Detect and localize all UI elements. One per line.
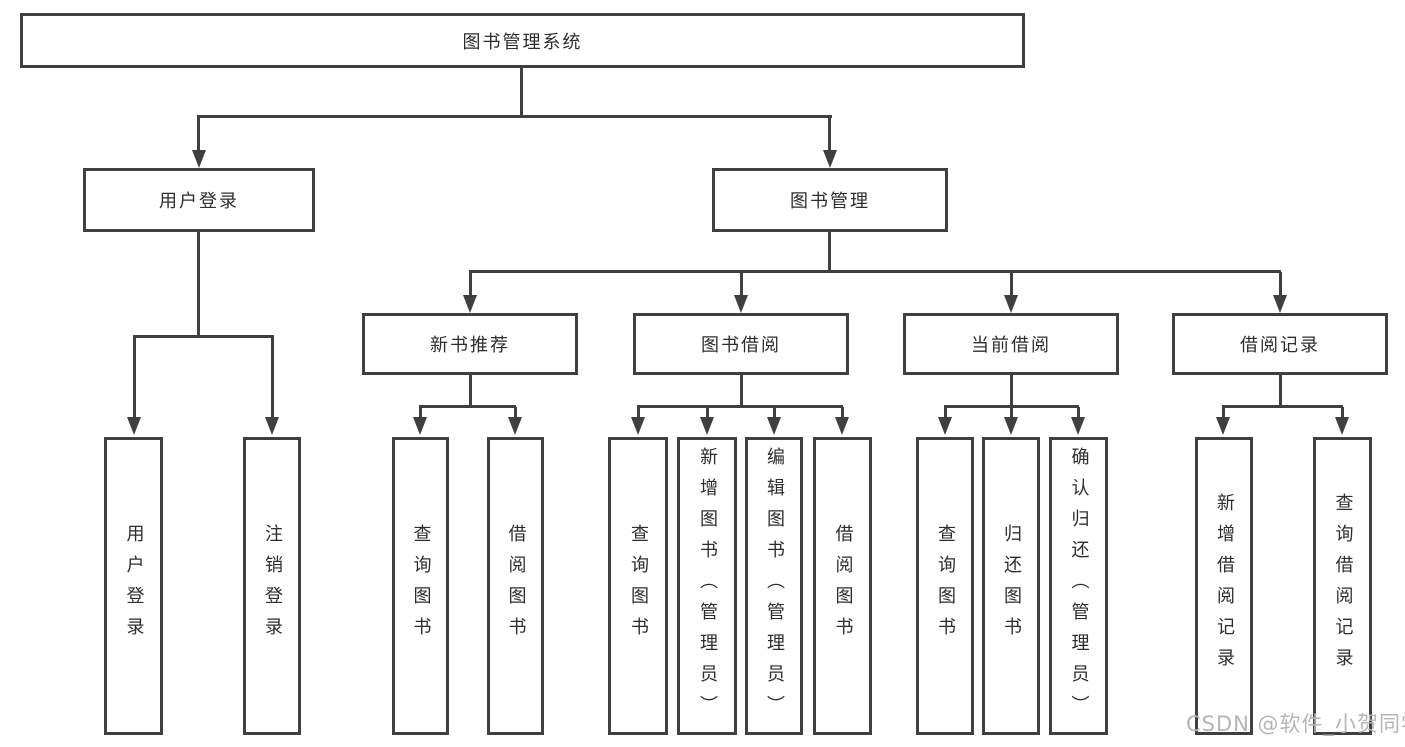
- connector-arrow-stem: [1010, 272, 1013, 295]
- connector-arrow-stem: [773, 407, 776, 417]
- arrowhead-down-icon: [734, 295, 748, 313]
- arrowhead-down-icon: [127, 417, 141, 435]
- arrowhead-down-icon: [413, 417, 427, 435]
- arrowhead-down-icon: [463, 295, 477, 313]
- arrowhead-down-icon: [508, 417, 522, 435]
- leaf-newbooks-borrow: 借阅图书: [487, 437, 544, 735]
- connector-arrow-stem: [1222, 407, 1225, 417]
- arrowhead-down-icon: [823, 150, 837, 168]
- connector-newbooks-rail: [419, 405, 516, 408]
- node-book-borrow: 图书借阅: [633, 313, 849, 375]
- connector-newbooks-stem: [469, 375, 472, 407]
- connector-currentborrow-stem: [1010, 375, 1013, 407]
- connector-arrow-stem: [197, 117, 200, 150]
- arrowhead-down-icon: [192, 150, 206, 168]
- connector-userlogin-stem: [197, 232, 200, 337]
- connector-arrow-stem: [706, 407, 709, 417]
- arrowhead-down-icon: [631, 417, 645, 435]
- leaf-newbooks-query: 查询图书: [392, 437, 449, 735]
- leaf-borrow-edit-book: 编辑图书（管理员）: [745, 437, 803, 735]
- leaf-borrow-query: 查询图书: [608, 437, 668, 735]
- arrowhead-down-icon: [1071, 417, 1085, 435]
- node-current-borrow: 当前借阅: [903, 313, 1119, 375]
- connector-arrow-stem: [944, 407, 947, 417]
- arrowhead-down-icon: [1335, 417, 1349, 435]
- connector-bookmgmt-stem: [828, 232, 831, 272]
- connector-arrow-stem: [828, 117, 831, 150]
- connector-arrow-stem: [271, 337, 274, 417]
- connector-borrowrecords-stem: [1279, 375, 1282, 407]
- connector-level2-rail: [197, 115, 832, 118]
- connector-arrow-stem: [1010, 407, 1013, 417]
- leaf-records-query: 查询借阅记录: [1313, 437, 1372, 735]
- leaf-current-query: 查询图书: [916, 437, 974, 735]
- node-root: 图书管理系统: [20, 13, 1025, 68]
- connector-userlogin-rail: [133, 335, 274, 338]
- arrowhead-down-icon: [835, 417, 849, 435]
- connector-arrow-stem: [740, 272, 743, 295]
- connector-arrow-stem: [514, 407, 517, 417]
- connector-arrow-stem: [841, 407, 844, 417]
- connector-borrowrecords-rail: [1222, 405, 1343, 408]
- arrowhead-down-icon: [1273, 295, 1287, 313]
- arrowhead-down-icon: [1216, 417, 1230, 435]
- connector-bookborrow-rail: [637, 405, 843, 408]
- node-user-login: 用户登录: [83, 168, 315, 232]
- node-book-management: 图书管理: [712, 168, 948, 232]
- node-new-book-recommend: 新书推荐: [362, 313, 578, 375]
- arrowhead-down-icon: [1004, 295, 1018, 313]
- leaf-current-return: 归还图书: [982, 437, 1040, 735]
- csdn-watermark: CSDN @软件_小贺同学: [1186, 712, 1405, 736]
- connector-arrow-stem: [1077, 407, 1080, 417]
- connector-arrow-stem: [1279, 272, 1282, 295]
- arrowhead-down-icon: [265, 417, 279, 435]
- connector-arrow-stem: [1341, 407, 1344, 417]
- connector-bookborrow-stem: [740, 375, 743, 407]
- leaf-records-add: 新增借阅记录: [1195, 437, 1253, 735]
- connector-currentborrow-rail: [944, 405, 1079, 408]
- arrowhead-down-icon: [938, 417, 952, 435]
- leaf-borrow-borrow-book: 借阅图书: [813, 437, 872, 735]
- connector-arrow-stem: [469, 272, 472, 295]
- connector-arrow-stem: [133, 337, 136, 417]
- connector-arrow-stem: [637, 407, 640, 417]
- node-borrow-records: 借阅记录: [1172, 313, 1388, 375]
- leaf-current-confirm-return: 确认归还（管理员）: [1049, 437, 1108, 735]
- leaf-borrow-add-book: 新增图书（管理员）: [677, 437, 737, 735]
- connector-arrow-stem: [419, 407, 422, 417]
- leaf-user-login: 用户登录: [104, 437, 163, 735]
- connector-root-stem: [520, 68, 523, 117]
- arrowhead-down-icon: [700, 417, 714, 435]
- arrowhead-down-icon: [767, 417, 781, 435]
- arrowhead-down-icon: [1004, 417, 1018, 435]
- leaf-logout: 注销登录: [243, 437, 301, 735]
- connector-level3-rail: [469, 270, 1281, 273]
